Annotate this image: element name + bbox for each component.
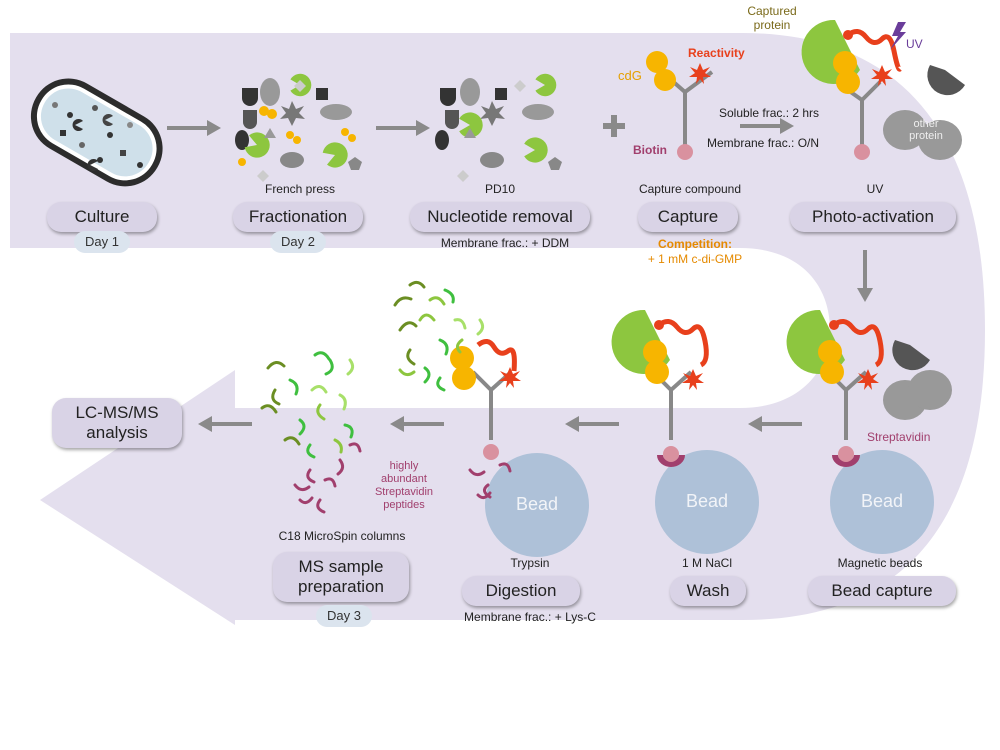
peptides-line: highly	[389, 460, 419, 472]
label-uv: UV	[906, 37, 923, 51]
step-lcms-analysis: LC-MS/MS analysis	[52, 398, 182, 448]
step-capture: Capture	[638, 202, 738, 232]
step-bead-capture: Bead capture	[808, 576, 956, 606]
caption-nacl: 1 M NaCl	[681, 556, 732, 570]
captured-protein-line: protein	[753, 18, 791, 32]
bead-label: Bead	[515, 494, 559, 514]
step-label: Capture	[657, 207, 719, 226]
flow-arrow-down	[857, 250, 873, 302]
capture-compound-icon	[646, 51, 714, 160]
note-ddm: Membrane frac.: + DDM	[440, 236, 570, 250]
step-nucleotide-removal: Nucleotide removal	[410, 202, 590, 232]
day-badge-2: Day 2	[270, 231, 326, 253]
step-digestion: Digestion	[462, 576, 580, 606]
wash-icon	[611, 309, 759, 554]
step-fractionation: Fractionation	[233, 202, 363, 232]
peptides-icon	[260, 351, 362, 514]
label-reactivity: Reactivity	[688, 46, 745, 60]
note-membrane: Membrane frac.: O/N	[707, 136, 820, 150]
step-label: Fractionation	[248, 207, 348, 226]
photo-activation-icon	[801, 19, 965, 160]
step-label: preparation	[297, 577, 384, 596]
other-protein-line: protein	[909, 130, 943, 142]
bead-label: Bead	[685, 491, 729, 511]
lysate-mixture-icon	[235, 73, 362, 182]
label-streptavidin: Streptavidin	[867, 430, 931, 444]
bead-capture-icon	[786, 309, 952, 554]
caption-uv: UV	[866, 182, 884, 196]
caption-magnetic-beads: Magnetic beads	[837, 556, 923, 570]
peptides-line: Streptavidin	[374, 486, 434, 498]
caption-french-press: French press	[264, 182, 336, 196]
uv-bolt-icon	[890, 22, 906, 50]
step-ms-sample-prep: MS sample preparation	[273, 552, 409, 602]
step-label: Photo-activation	[812, 207, 934, 226]
other-protein-line: other	[913, 118, 939, 130]
caption-capture-compound: Capture compound	[638, 182, 742, 196]
caption-c18: C18 MicroSpin columns	[278, 529, 406, 543]
step-label: Digestion	[485, 581, 557, 600]
day-badge-1: Day 1	[74, 231, 130, 253]
note-soluble: Soluble frac.: 2 hrs	[719, 106, 820, 120]
plus-icon	[603, 115, 625, 137]
desalted-mixture-icon	[435, 73, 562, 182]
label-other-protein: other protein	[896, 118, 956, 142]
label-streptavidin-peptides: highly abundant Streptavidin peptides	[370, 460, 438, 512]
caption-trypsin: Trypsin	[510, 556, 550, 570]
step-label: Nucleotide removal	[427, 207, 573, 226]
peptides-line: abundant	[381, 473, 427, 485]
label-competition-value: + 1 mM c-di-GMP	[647, 252, 743, 266]
step-label: MS sample	[298, 557, 384, 576]
step-photo-activation: Photo-activation	[790, 202, 956, 232]
label-biotin: Biotin	[633, 143, 667, 157]
note-lys-c: Membrane frac.: + Lys-C	[464, 610, 596, 624]
label-captured-protein: Captured protein	[742, 4, 802, 32]
captured-protein-line: Captured	[747, 4, 797, 18]
label-cdg: cdG	[618, 68, 642, 83]
bacterium-icon	[30, 78, 163, 187]
step-label: LC-MS/MS	[75, 403, 159, 422]
peptides-line: peptides	[383, 499, 425, 511]
step-label: analysis	[86, 423, 148, 442]
caption-pd10: PD10	[484, 182, 516, 196]
label-competition: Competition:	[658, 237, 732, 251]
step-label: Wash	[686, 581, 730, 600]
step-label: Culture	[74, 207, 130, 226]
step-label: Bead capture	[831, 581, 933, 600]
digestion-icon	[393, 280, 589, 557]
step-wash: Wash	[670, 576, 746, 606]
step-culture: Culture	[47, 202, 157, 232]
day-badge-3: Day 3	[316, 605, 372, 627]
bead-label: Bead	[860, 491, 904, 511]
